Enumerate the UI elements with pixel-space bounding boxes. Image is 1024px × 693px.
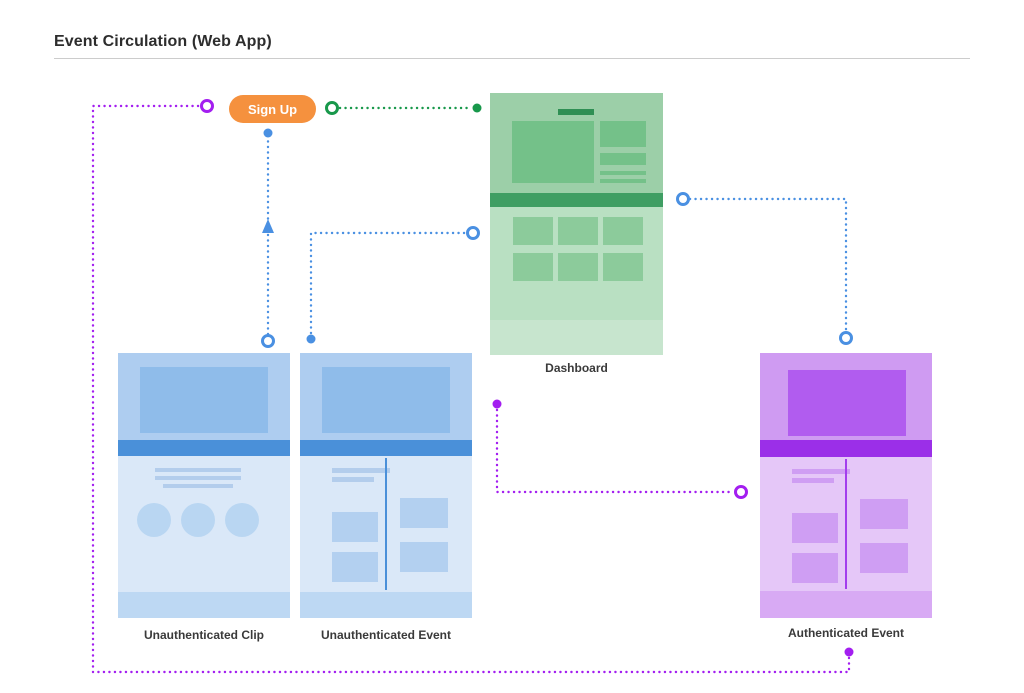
wireframe-card (792, 553, 838, 583)
connector-endpoint-dot (492, 399, 502, 409)
wireframe-hero-block (140, 367, 268, 433)
wireframe-footer-band (118, 592, 290, 618)
connector-endpoint-ring (676, 192, 690, 206)
wireframe-tile (603, 253, 643, 281)
wireframe-text-line (332, 468, 390, 473)
wireframe-column-divider (845, 459, 847, 589)
wireframe-nav-band (118, 440, 290, 456)
connector-endpoint-ring (734, 485, 748, 499)
wireframe-avatar-circle (137, 503, 171, 537)
connector-endpoint-ring (325, 101, 339, 115)
wireframe-footer-band (760, 591, 932, 618)
wireframe-nav-band (300, 440, 472, 456)
wireframe-side-block (600, 153, 646, 165)
wireframe-card (400, 542, 448, 572)
wireframe-hero-block (788, 370, 906, 436)
wireframe-tile (513, 217, 553, 245)
page-title: Event Circulation (Web App) (54, 33, 272, 50)
connector-endpoint-dot (472, 103, 482, 113)
connector-dashboard-to-auth-event (688, 197, 848, 332)
wireframe-content-area (760, 457, 932, 591)
wireframe-text-line (792, 478, 834, 483)
wireframe-navbar-block (558, 109, 594, 115)
wireframe-avatar-circle (225, 503, 259, 537)
connector-endpoint-ring (466, 226, 480, 240)
wireframe-nav-band (760, 440, 932, 457)
wireframe-card (400, 498, 448, 528)
wireframe-hero-block (512, 121, 594, 183)
artboard-label-dashboard: Dashboard (545, 361, 608, 375)
artboard-unauthenticated-event[interactable] (300, 353, 472, 618)
artboard-dashboard[interactable] (490, 93, 663, 355)
wireframe-nav-band (490, 193, 663, 207)
artboard-label-authenticated-event: Authenticated Event (787, 626, 904, 640)
title-divider (54, 58, 970, 59)
wireframe-header-area (490, 93, 663, 193)
wireframe-tile (513, 253, 553, 281)
wireframe-tile (603, 217, 643, 245)
wireframe-header-area (300, 353, 472, 440)
connector-endpoint-ring (261, 334, 275, 348)
wireframe-text-line (155, 476, 241, 480)
wireframe-hero-block (322, 367, 450, 433)
artboard-label-unauthenticated-clip: Unauthenticated Clip (143, 628, 264, 642)
wireframe-footer-band (490, 320, 663, 355)
connector-arrowhead-up (262, 219, 274, 233)
wireframe-text-line (792, 469, 850, 474)
wireframe-content-area (118, 456, 290, 592)
connector-purple-to-auth-event (495, 408, 735, 494)
wireframe-text-line (600, 179, 646, 183)
connector-endpoint-ring (200, 99, 214, 113)
wireframe-tile (558, 217, 598, 245)
wireframe-text-line (163, 484, 233, 488)
wireframe-card (860, 543, 908, 573)
wireframe-content-area (300, 456, 472, 592)
wireframe-text-line (600, 171, 646, 175)
artboard-label-unauthenticated-event: Unauthenticated Event (320, 628, 452, 642)
wireframe-header-area (760, 353, 932, 440)
wireframe-card (860, 499, 908, 529)
connector-endpoint-dot (844, 647, 854, 657)
wireframe-footer-band (300, 592, 472, 618)
wireframe-card (792, 513, 838, 543)
wireframe-tile (558, 253, 598, 281)
wireframe-avatar-circle (181, 503, 215, 537)
wireframe-card (332, 552, 378, 582)
wireframe-text-line (155, 468, 241, 472)
wireframe-card (332, 512, 378, 542)
artboard-authenticated-event[interactable] (760, 353, 932, 618)
sign-up-button[interactable]: Sign Up (229, 95, 316, 123)
wireframe-side-block (600, 121, 646, 147)
connector-endpoint-dot (263, 128, 273, 138)
connector-endpoint-ring (839, 331, 853, 345)
connector-unauth-event-to-dashboard (309, 231, 467, 335)
artboard-unauthenticated-clip[interactable] (118, 353, 290, 618)
wireframe-column-divider (385, 458, 387, 590)
wireframe-header-area (118, 353, 290, 440)
connector-endpoint-dot (306, 334, 316, 344)
wireframe-content-area (490, 207, 663, 320)
wireframe-text-line (332, 477, 374, 482)
